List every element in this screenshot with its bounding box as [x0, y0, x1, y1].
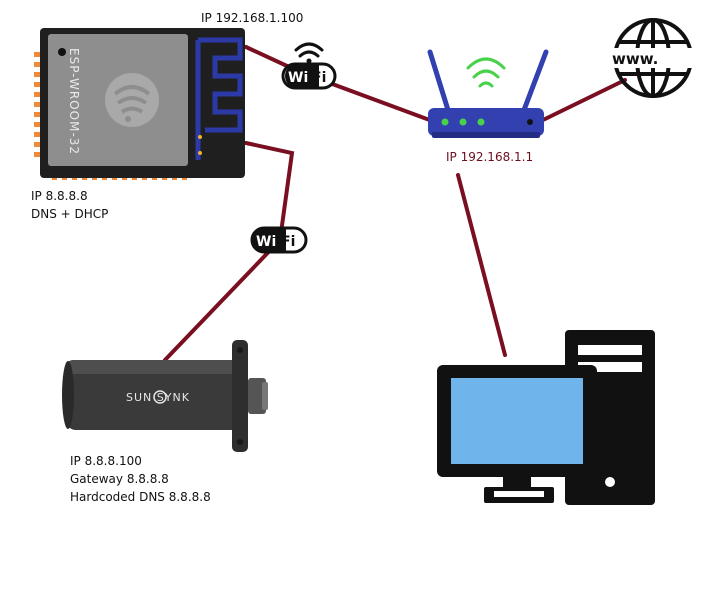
wifi-badge-wi-2: Wi — [256, 234, 276, 250]
wifi-signal-icon — [294, 42, 324, 58]
wifi-badge-fi-2: Fi — [281, 234, 295, 250]
link-esp32-to-dongle — [163, 141, 295, 362]
computer-icon — [437, 330, 655, 505]
router-antenna-left — [427, 49, 451, 113]
router-led-2 — [459, 118, 467, 126]
router-antenna-right — [521, 49, 549, 113]
esp32-led-2 — [198, 151, 202, 155]
esp32-antenna — [195, 37, 243, 160]
dongle-dns-line: Hardcoded DNS 8.8.8.8 — [70, 490, 211, 504]
esp32-chip-label: ESP-WROOM-32 — [67, 48, 81, 155]
router-body — [428, 108, 544, 136]
internet-www-text: www. — [612, 50, 658, 68]
dongle-brand-icon — [153, 390, 167, 404]
wifi-signal-dot — [306, 58, 312, 64]
dongle-flange — [232, 340, 248, 452]
router-port — [527, 119, 533, 125]
wifi-badge-fi: Fi — [312, 70, 326, 86]
esp32-ip-label: IP 192.168.1.100 — [201, 11, 303, 25]
dongle-brand-label: SUN SYNK — [126, 391, 190, 404]
esp32-led-1 — [198, 135, 202, 139]
internet-globe-icon: www. — [610, 18, 698, 98]
dongle-body — [66, 360, 246, 430]
dongle-gateway-line: Gateway 8.8.8.8 — [70, 472, 169, 486]
router — [427, 49, 549, 138]
wifi-badge-wi: Wi — [288, 70, 308, 86]
espressif-logo-icon — [105, 73, 159, 127]
sunsynk-dongle: SUN SYNK — [62, 340, 268, 452]
wifi-badge-top: Wi Fi — [281, 42, 337, 90]
router-led-3 — [477, 118, 485, 126]
wifi-badge-middle: Wi Fi — [250, 226, 308, 254]
dongle-ip-line: IP 8.8.8.100 — [70, 454, 142, 468]
esp32-pin1-dot — [58, 48, 66, 56]
link-esp32-to-router — [244, 45, 437, 124]
esp32-module: ESP-WROOM-32 — [34, 28, 245, 180]
pc-screen — [451, 378, 583, 464]
esp32-ip-line: IP 8.8.8.8 — [31, 189, 88, 203]
router-led-1 — [441, 118, 449, 126]
link-router-to-computer — [456, 173, 507, 357]
dongle-connector — [248, 378, 266, 414]
router-ip-label: IP 192.168.1.1 — [446, 150, 533, 164]
router-wifi-icon — [466, 57, 506, 88]
link-router-to-internet — [541, 78, 627, 122]
esp32-dns-dhcp-line: DNS + DHCP — [31, 207, 108, 221]
